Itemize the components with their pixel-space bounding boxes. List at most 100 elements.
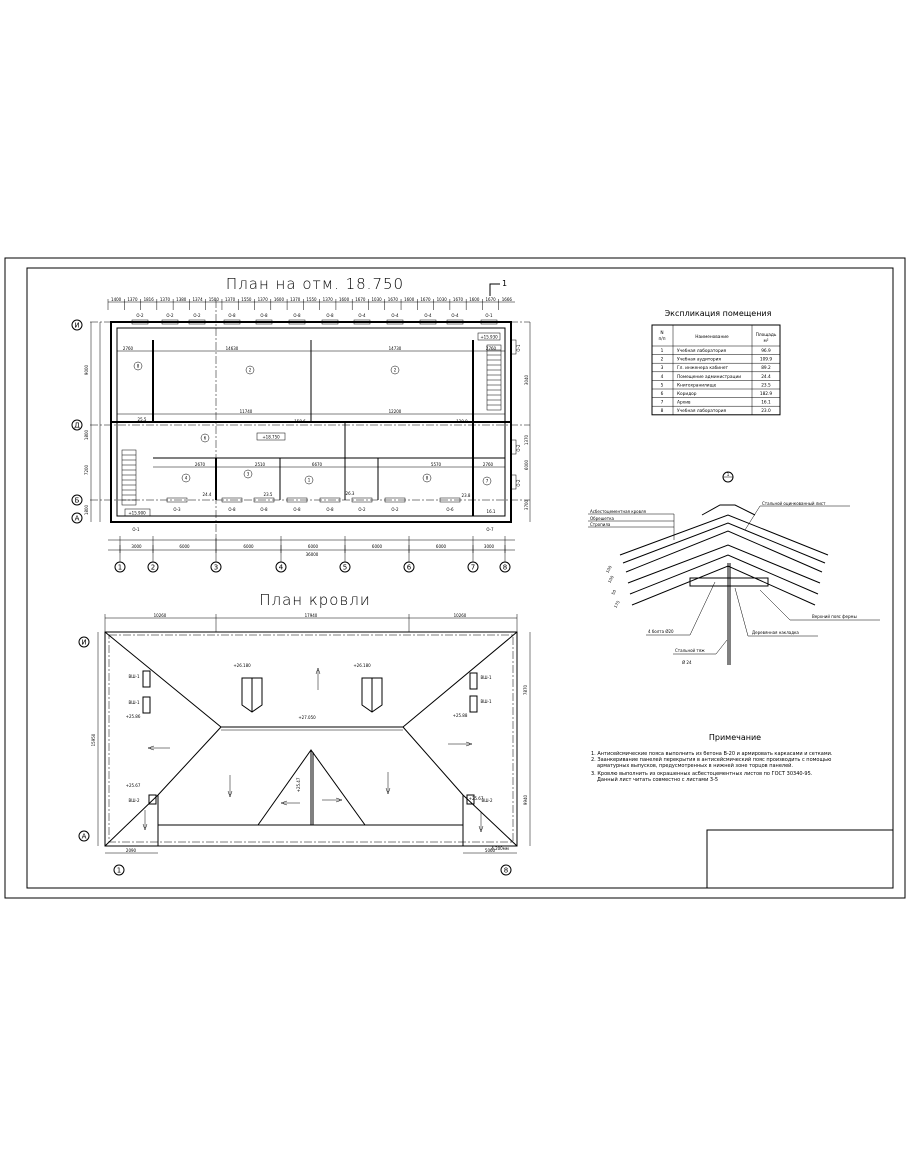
axis-bubble xyxy=(71,319,83,331)
table-header-n: п/п xyxy=(658,336,665,342)
table-cell-n: 6 xyxy=(661,391,664,397)
table-cell-area: 23.5 xyxy=(761,382,771,388)
window-label: О-8 xyxy=(228,313,236,318)
dimension-value: 6000 xyxy=(372,544,383,549)
roof-dimension: 15950 xyxy=(91,733,96,746)
dimension-value: 1600 xyxy=(469,297,480,302)
dimension-value: 1670 xyxy=(420,297,431,302)
inner-dimension: 11740 xyxy=(240,409,253,414)
window-label: О-8 xyxy=(260,313,268,318)
room-marker xyxy=(243,469,253,479)
axis-bubble xyxy=(71,494,83,506)
axis-label: А xyxy=(82,833,87,841)
dimension-value: 1550 xyxy=(306,297,317,302)
corner-elevation: 4.200мм xyxy=(491,846,509,851)
room-number: 4 xyxy=(185,476,188,481)
wood-plate xyxy=(689,577,769,587)
notes: Примечание 1. Антисейсмические пояса вып… xyxy=(591,733,833,783)
room-marker xyxy=(390,365,400,375)
section-mark xyxy=(489,283,500,296)
dimension-value: 1370 xyxy=(225,297,236,302)
label-lathing: Обрешетка xyxy=(590,516,614,521)
window-label: О-4 xyxy=(358,313,366,318)
side-dimension: 3700 xyxy=(524,499,529,510)
window-label: О-1 xyxy=(132,527,140,532)
room-area: 23.8 xyxy=(462,493,471,498)
table-cell-n: 5 xyxy=(661,382,664,388)
layer-leaders xyxy=(588,513,675,540)
window xyxy=(131,319,149,325)
window xyxy=(510,474,517,490)
window-label: О-2 xyxy=(136,313,144,318)
table-cell-name: Коридор xyxy=(677,391,697,397)
dimension-value: 1500 xyxy=(209,297,220,302)
roof-elevations: +26.180+26.180+27.050+25.86+25.88+25.67+… xyxy=(126,663,509,851)
room-number: 7 xyxy=(486,479,489,484)
ridge-sheet xyxy=(701,504,756,516)
stair-left xyxy=(121,449,137,506)
dimension-value: 1400 xyxy=(111,297,122,302)
room-marker xyxy=(482,476,492,486)
dimension-value: 1550 xyxy=(241,297,252,302)
slope-arrows xyxy=(142,667,484,833)
window xyxy=(286,497,308,503)
window-label: О-4 xyxy=(451,313,459,318)
table-cell-n: 2 xyxy=(661,357,664,363)
axis-label-6: 6 xyxy=(407,564,412,572)
axis-bubble xyxy=(113,864,125,876)
window-label: О-4 xyxy=(391,313,399,318)
table-cell-area: 96.9 xyxy=(761,348,771,354)
side-dimension: 7200 xyxy=(84,464,89,475)
table-header-area: м² xyxy=(764,339,769,344)
axis-label-8: 8 xyxy=(503,564,507,572)
roof-dimension: 17940 xyxy=(305,613,318,618)
roof-elevation: +25.67 xyxy=(469,796,484,801)
roof-elevation: +25.67 xyxy=(126,783,141,788)
window-label: О-2 xyxy=(516,479,521,487)
window xyxy=(419,319,437,325)
window-label: О-2 xyxy=(358,507,366,512)
side-dimension: 1800 xyxy=(84,504,89,515)
table-border xyxy=(651,324,781,416)
window-label: О-1 xyxy=(485,313,493,318)
axis-label-Д: Д xyxy=(74,422,80,430)
label-bolts: 4 болта Ø20 xyxy=(648,629,674,634)
window xyxy=(288,319,306,325)
dimension-value: 6000 xyxy=(436,544,447,549)
dimension-value: 1370 xyxy=(323,297,334,302)
label-wood-plate: Деревянная накладка xyxy=(752,630,799,635)
note-line: арматурных выпусков, предусмотренных в н… xyxy=(597,762,793,769)
vent-shaft-label: ВШ-2 xyxy=(481,798,492,803)
room-area: 26.3 xyxy=(346,491,355,496)
elevation-box xyxy=(256,432,286,441)
axis-label-1: 1 xyxy=(118,564,122,572)
table-cell-name: Учебная лаборатория xyxy=(677,348,727,354)
dimension-value: 3000 xyxy=(131,544,142,549)
side-dimension: 3040 xyxy=(524,374,529,385)
window-label: О-8 xyxy=(326,313,334,318)
notes-title: Примечание xyxy=(709,733,761,742)
window xyxy=(510,339,517,355)
window-label: О-3 xyxy=(173,507,181,512)
axis-label: 8 xyxy=(504,867,508,875)
window-label: О-7 xyxy=(486,527,494,532)
dimension-value: 1380 xyxy=(176,297,187,302)
roof-dimension: 10260 xyxy=(154,613,167,618)
dimension-value: 1670 xyxy=(355,297,366,302)
room-area: 129.9 xyxy=(456,419,468,424)
inner-dimension: 6670 xyxy=(312,462,323,467)
elevation-stair-left: +15.900 xyxy=(128,511,146,516)
axis-label-4: 4 xyxy=(279,564,284,572)
dimension-value: 1030 xyxy=(437,297,448,302)
dimension-value: 1670 xyxy=(453,297,464,302)
room-number: 8 xyxy=(137,364,140,369)
table-cell-n: 8 xyxy=(661,408,664,414)
vent-shaft-label: ВШ-1 xyxy=(480,675,491,680)
axis-bubble xyxy=(78,830,90,842)
dimension-value: 6000 xyxy=(243,544,254,549)
roof-dimension: 10260 xyxy=(454,613,467,618)
